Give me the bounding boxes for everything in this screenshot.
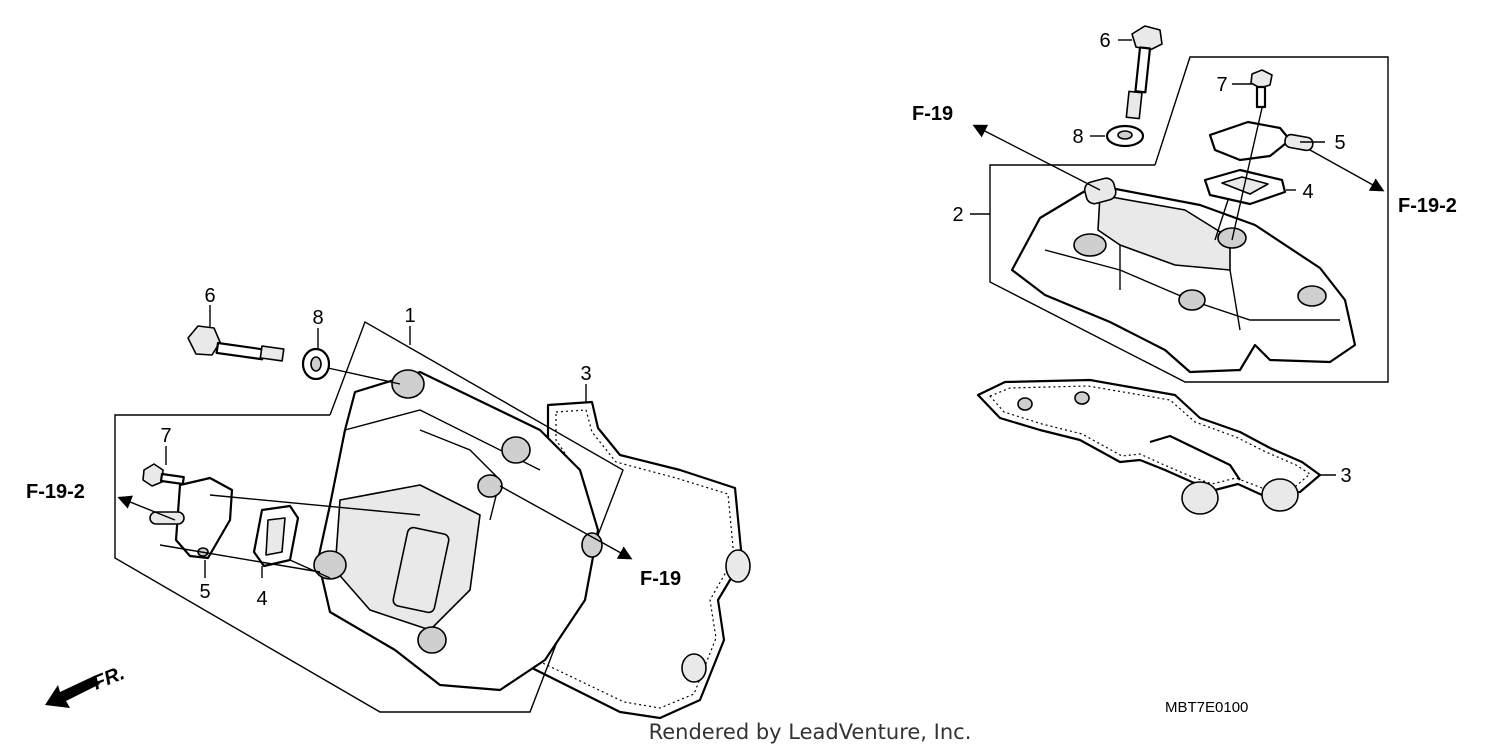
ref-f19-left: F-19 <box>640 568 681 590</box>
right-cylinder-cover[interactable] <box>1010 176 1357 374</box>
left-bolt-6[interactable] <box>187 325 285 362</box>
right-bolt-6[interactable] <box>1125 25 1163 120</box>
diagram-code: MBT7E0100 <box>1165 699 1248 716</box>
right-washer-8[interactable] <box>1105 124 1145 148</box>
right-assembly: 6 7 8 5 4 2 3 F-19 F-19-2 <box>912 25 1457 515</box>
callout-7-right: 7 <box>1216 74 1227 96</box>
front-label: FR. <box>90 662 128 694</box>
callout-4-left: 4 <box>256 588 267 610</box>
right-gasket[interactable] <box>976 378 1322 515</box>
callout-5-right: 5 <box>1334 132 1345 154</box>
right-small-bolt-7[interactable] <box>1250 69 1273 109</box>
callout-7-left: 7 <box>160 425 171 447</box>
callout-1: 1 <box>404 305 415 327</box>
left-boundary <box>114 320 624 713</box>
callout-8-right: 8 <box>1072 126 1083 148</box>
callout-5-left: 5 <box>199 581 210 603</box>
front-arrow-icon <box>45 676 100 708</box>
rendered-by-footer: Rendered by LeadVenture, Inc. <box>649 720 972 744</box>
front-direction-indicator: FR. <box>45 662 128 708</box>
left-washer-8[interactable] <box>301 347 331 381</box>
left-packing-4[interactable] <box>252 504 300 568</box>
ref-f19-2-left: F-19-2 <box>26 481 85 503</box>
callout-6-left: 6 <box>204 285 215 307</box>
callout-3-left: 3 <box>580 363 591 385</box>
callout-6-right: 6 <box>1099 30 1110 52</box>
ref-f19-right: F-19 <box>912 103 953 125</box>
callout-8-left: 8 <box>312 307 323 329</box>
ref-f19-2-right: F-19-2 <box>1398 195 1457 217</box>
right-boundary <box>989 56 1389 383</box>
callout-2: 2 <box>952 204 963 226</box>
left-assembly: 6 8 1 3 7 5 4 F-19 F-19-2 <box>26 285 751 720</box>
left-cylinder-cover[interactable] <box>313 369 603 692</box>
right-packing-4[interactable] <box>1203 168 1287 206</box>
right-breather-5[interactable] <box>1208 120 1314 162</box>
left-small-bolt-7[interactable] <box>142 463 185 487</box>
left-breather-5[interactable] <box>149 476 234 560</box>
callout-4-right: 4 <box>1302 181 1313 203</box>
callout-3-right: 3 <box>1340 465 1351 487</box>
